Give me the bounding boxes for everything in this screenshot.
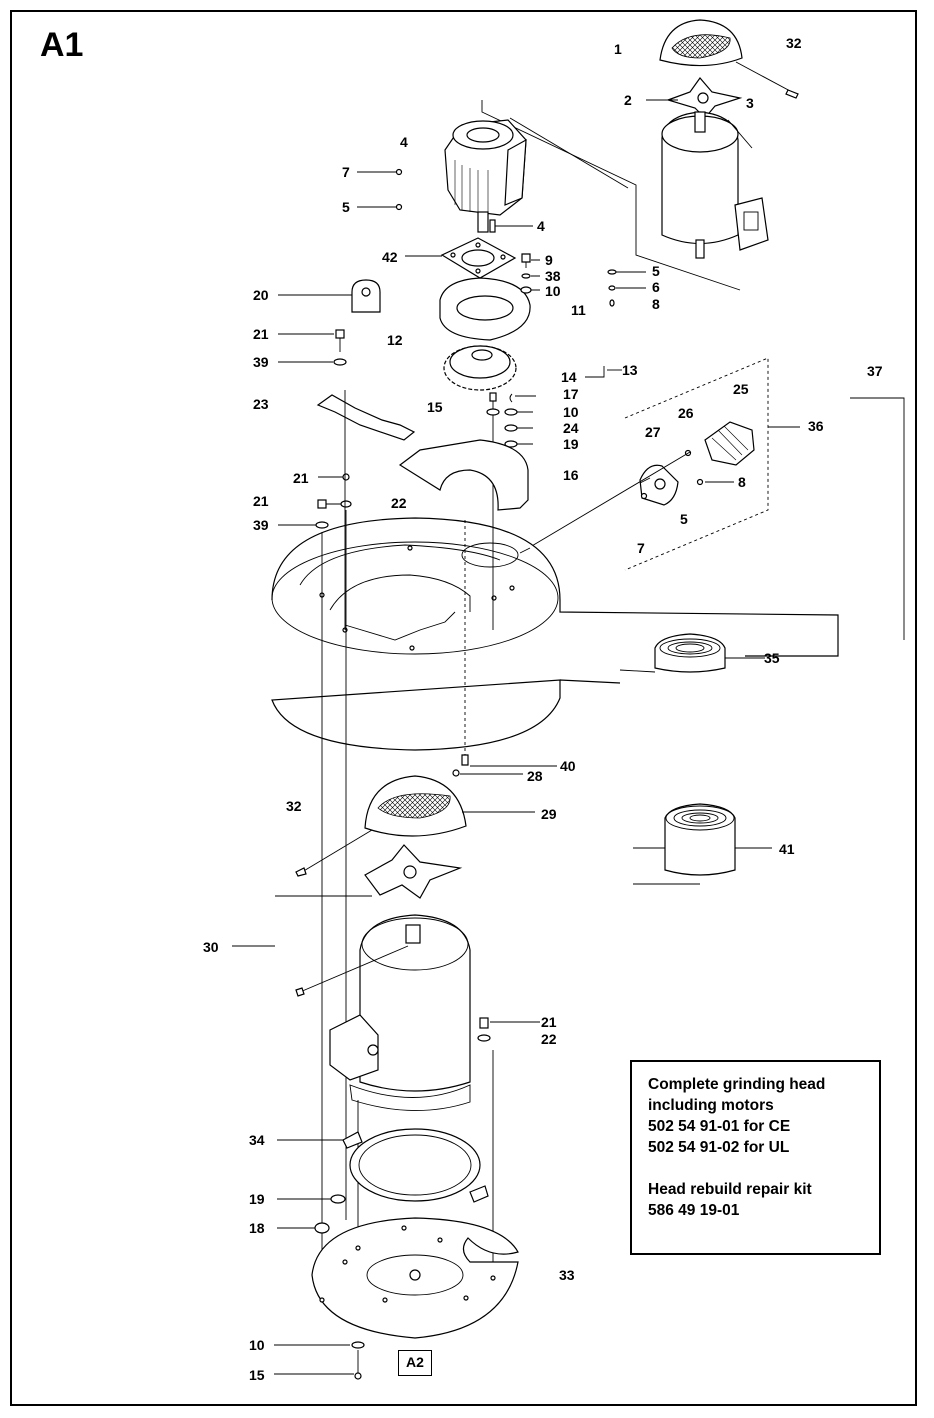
gasket-ring bbox=[342, 1128, 489, 1203]
top-fan-cover bbox=[659, 19, 743, 67]
info-line: Head rebuild repair kit bbox=[648, 1181, 812, 1198]
lower-fan-impeller bbox=[364, 844, 463, 899]
callout-5: 5 bbox=[342, 199, 350, 215]
callout-21: 21 bbox=[253, 326, 269, 342]
callout-21: 21 bbox=[293, 470, 309, 486]
callout-3: 3 bbox=[746, 95, 754, 111]
main-housing bbox=[271, 517, 839, 751]
callout-1: 1 bbox=[614, 41, 622, 57]
callout-5: 5 bbox=[652, 263, 660, 279]
callout-24: 24 bbox=[563, 420, 579, 436]
info-line: Complete grinding head bbox=[648, 1076, 826, 1093]
info-line: 502 54 91-02 for UL bbox=[648, 1139, 790, 1156]
callout-35: 35 bbox=[764, 650, 780, 666]
top-fan-impeller bbox=[666, 77, 743, 119]
callout-32: 32 bbox=[286, 798, 302, 814]
callout-26: 26 bbox=[678, 405, 694, 421]
callout-22: 22 bbox=[391, 495, 407, 511]
handle-bracket bbox=[351, 279, 381, 313]
callout-2: 2 bbox=[624, 92, 632, 108]
diagram-frame bbox=[10, 10, 917, 1406]
callout-20: 20 bbox=[253, 287, 269, 303]
callout-21: 21 bbox=[541, 1014, 557, 1030]
callout-4: 4 bbox=[537, 218, 545, 234]
sprocket bbox=[443, 345, 517, 391]
callout-13: 13 bbox=[622, 362, 638, 378]
coil-41 bbox=[633, 803, 772, 885]
callout-38: 38 bbox=[545, 268, 561, 284]
callout-7: 7 bbox=[637, 540, 645, 556]
flange-plate bbox=[439, 277, 531, 341]
callout-16: 16 bbox=[563, 467, 579, 483]
page-title: A1 bbox=[40, 26, 83, 64]
callout-19: 19 bbox=[563, 436, 579, 452]
coil-35 bbox=[619, 633, 765, 673]
support-plate bbox=[316, 394, 416, 441]
callout-39: 39 bbox=[253, 517, 269, 533]
gear-motor bbox=[444, 119, 527, 233]
callout-32: 32 bbox=[786, 35, 802, 51]
top-motor bbox=[661, 111, 769, 259]
callout-6: 6 bbox=[652, 279, 660, 295]
info-line: 586 49 19-01 bbox=[648, 1202, 740, 1219]
callout-19: 19 bbox=[249, 1191, 265, 1207]
callout-11: 11 bbox=[571, 302, 586, 318]
mounting-plate bbox=[440, 237, 517, 279]
callout-28: 28 bbox=[527, 768, 543, 784]
callout-40: 40 bbox=[560, 758, 576, 774]
callout-23: 23 bbox=[253, 396, 269, 412]
callout-7: 7 bbox=[342, 164, 350, 180]
callout-39: 39 bbox=[253, 354, 269, 370]
lower-fan-cover bbox=[364, 775, 467, 837]
callout-27: 27 bbox=[645, 424, 661, 440]
callout-5: 5 bbox=[680, 511, 688, 527]
info-line: including motors bbox=[648, 1097, 774, 1114]
callout-41: 41 bbox=[779, 841, 795, 857]
callout-17: 17 bbox=[563, 386, 579, 402]
page-reference-link[interactable]: A2 bbox=[398, 1350, 432, 1376]
info-line: 502 54 91-01 for CE bbox=[648, 1118, 791, 1135]
callout-10: 10 bbox=[249, 1337, 265, 1353]
callout-15: 15 bbox=[427, 399, 443, 415]
callout-14: 14 bbox=[561, 369, 577, 385]
callout-42: 42 bbox=[382, 249, 398, 265]
callout-21: 21 bbox=[253, 493, 269, 509]
info-spacer bbox=[648, 1158, 879, 1179]
info-box: Complete grinding head including motors … bbox=[630, 1060, 881, 1255]
callout-18: 18 bbox=[249, 1220, 265, 1236]
callout-8: 8 bbox=[738, 474, 746, 490]
base-plate bbox=[311, 1217, 519, 1339]
callout-25: 25 bbox=[733, 381, 749, 397]
lower-motor bbox=[329, 914, 471, 1111]
cable-gland bbox=[704, 421, 755, 466]
sensor-bracket bbox=[398, 439, 529, 511]
callout-33: 33 bbox=[559, 1267, 575, 1283]
callout-30: 30 bbox=[203, 939, 219, 955]
callout-9: 9 bbox=[545, 252, 553, 268]
callout-36: 36 bbox=[808, 418, 824, 434]
switch-plate bbox=[639, 449, 704, 506]
callout-22: 22 bbox=[541, 1031, 557, 1047]
callout-10: 10 bbox=[563, 404, 579, 420]
callout-4: 4 bbox=[400, 134, 408, 150]
callout-15: 15 bbox=[249, 1367, 265, 1383]
callout-34: 34 bbox=[249, 1132, 265, 1148]
callout-37: 37 bbox=[867, 363, 883, 379]
callout-12: 12 bbox=[387, 332, 403, 348]
callout-8: 8 bbox=[652, 296, 660, 312]
callout-29: 29 bbox=[541, 806, 557, 822]
callout-10: 10 bbox=[545, 283, 561, 299]
